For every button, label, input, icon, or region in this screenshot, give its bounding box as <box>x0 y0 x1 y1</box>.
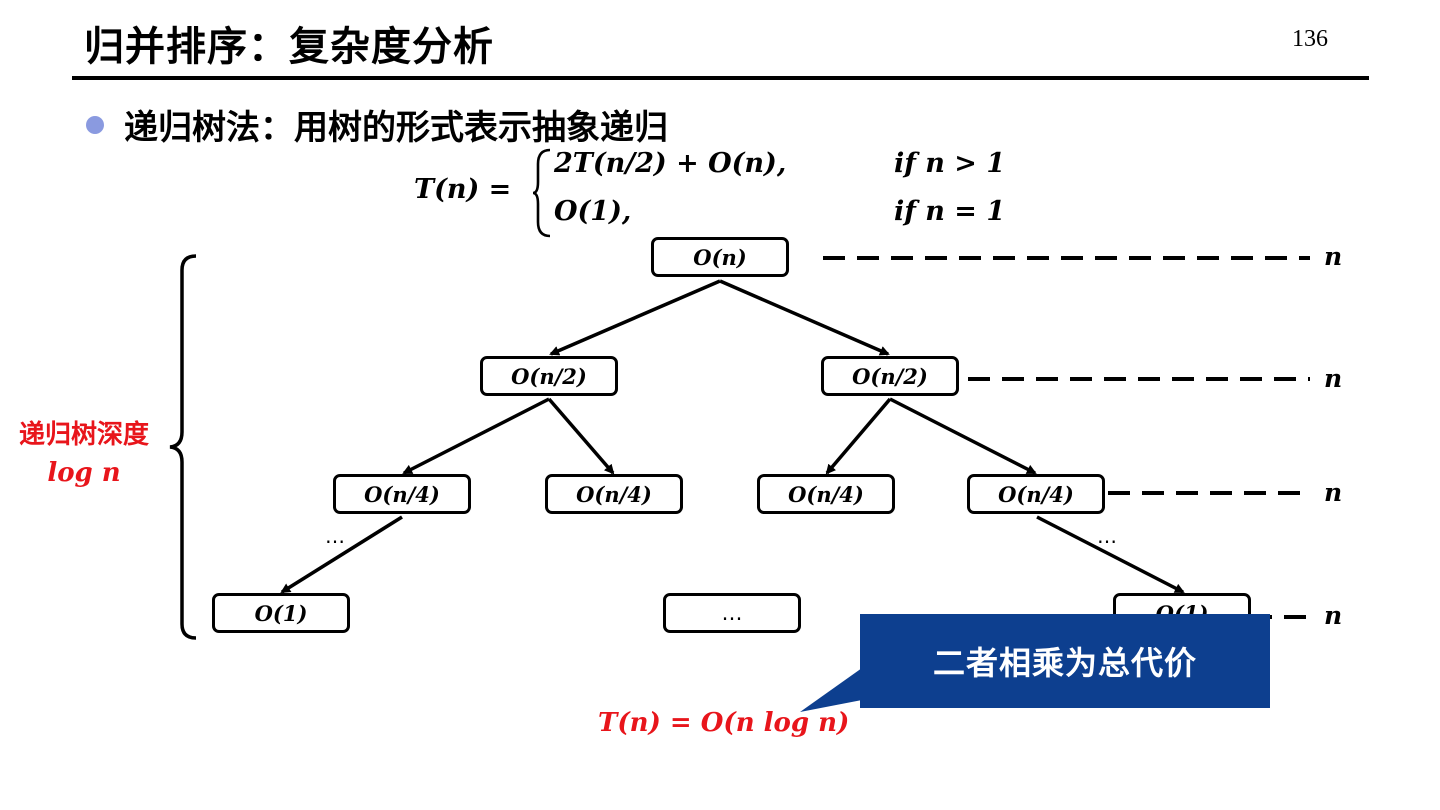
bullet-dot-icon <box>86 116 104 134</box>
depth-annotation: 递归树深度 log n <box>8 416 160 492</box>
tree-edge <box>547 397 615 475</box>
formula-cond-1: if n > 1 <box>894 148 1006 179</box>
formula-case-2: O(1), <box>554 196 632 227</box>
tree-node-level2: O(n/4) <box>757 474 895 514</box>
bullet-text: 递归树法：用树的形式表示抽象递归 <box>124 108 668 148</box>
tree-edge <box>549 279 721 356</box>
page-number: 136 <box>1292 26 1328 52</box>
tree-edge <box>1036 515 1185 594</box>
tree-node-level2: O(n/4) <box>967 474 1105 514</box>
slide-title: 归并排序：复杂度分析 <box>84 24 494 70</box>
row-cost-label: n <box>1324 478 1343 507</box>
ellipsis-right: … <box>1097 524 1117 548</box>
tree-node-leaf: … <box>663 593 801 633</box>
ellipsis-left: … <box>325 524 345 548</box>
callout-pointer <box>800 668 862 712</box>
recurrence-formula: T(n) = 2T(n/2) + O(n), if n > 1 O(1), if… <box>414 148 1054 238</box>
formula-lhs: T(n) = <box>414 174 512 205</box>
tree-node-leaf: O(1) <box>212 593 350 633</box>
tree-edge <box>889 397 1037 475</box>
tree-node-level1: O(n/2) <box>480 356 618 396</box>
row-cost-label: n <box>1324 242 1343 271</box>
tree-edge <box>280 515 403 594</box>
depth-brace-icon <box>169 254 197 640</box>
result-formula: T(n) = O(n log n) <box>598 708 850 738</box>
row-cost-label: n <box>1324 601 1343 630</box>
depth-label: 递归树深度 <box>18 420 149 450</box>
tree-edge <box>402 397 550 475</box>
left-brace-icon <box>532 148 551 238</box>
tree-node-level1: O(n/2) <box>821 356 959 396</box>
tree-node-level2: O(n/4) <box>545 474 683 514</box>
tree-edge <box>825 397 892 475</box>
formula-case-1: 2T(n/2) + O(n), <box>554 148 787 179</box>
row-cost-label: n <box>1324 364 1343 393</box>
tree-node-level2: O(n/4) <box>333 474 471 514</box>
title-divider <box>72 76 1369 80</box>
callout-box: 二者相乘为总代价 <box>860 614 1270 708</box>
tree-node-root: O(n) <box>651 237 789 277</box>
tree-edge <box>719 279 890 356</box>
depth-value: log n <box>47 458 121 488</box>
formula-cond-2: if n = 1 <box>894 196 1006 227</box>
